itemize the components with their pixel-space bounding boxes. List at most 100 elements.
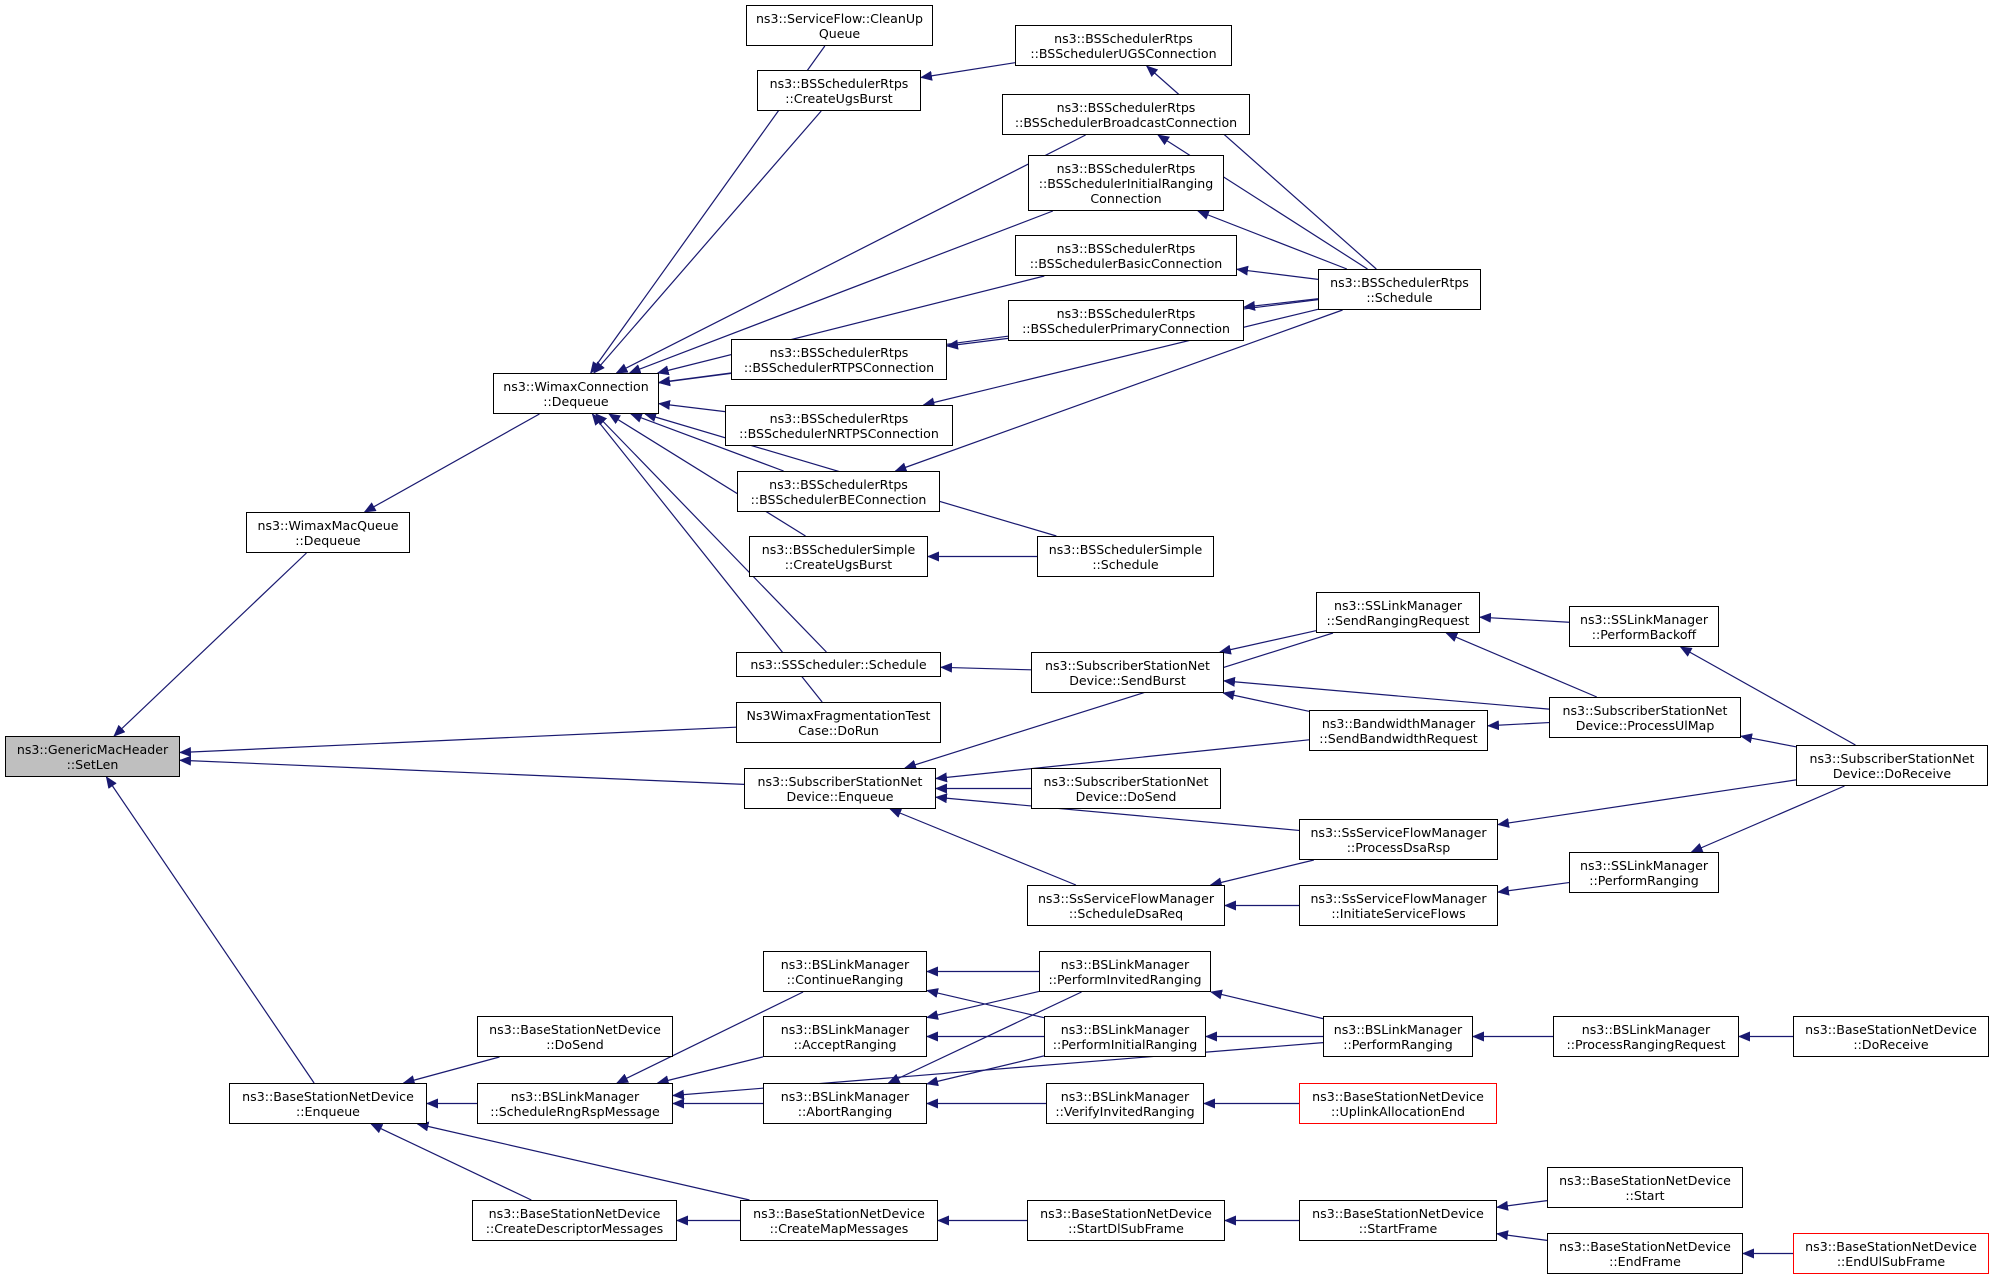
node-label-line: ns3::SubscriberStationNet xyxy=(1043,773,1209,789)
node-bslm-accept[interactable]: ns3::BSLinkManager::AcceptRanging xyxy=(763,1016,927,1057)
node-simple-createugs[interactable]: ns3::BSSchedulerSimple::CreateUgsBurst xyxy=(749,536,928,577)
node-bslm-schedrngrsp[interactable]: ns3::BSLinkManager::ScheduleRngRspMessag… xyxy=(477,1083,673,1124)
node-sslm-performranging[interactable]: ns3::SSLinkManager::PerformRanging xyxy=(1569,852,1719,893)
node-label-line: ::AbortRanging xyxy=(797,1103,893,1119)
node-bslm-abort[interactable]: ns3::BSLinkManager::AbortRanging xyxy=(763,1083,927,1124)
node-ssfm-scheduledsareq[interactable]: ns3::SsServiceFlowManager::ScheduleDsaRe… xyxy=(1027,885,1225,926)
node-bsnd-enqueue[interactable]: ns3::BaseStationNetDevice::Enqueue xyxy=(229,1083,427,1124)
node-label-line: ::CreateUgsBurst xyxy=(784,556,893,572)
node-simple-schedule[interactable]: ns3::BSSchedulerSimple::Schedule xyxy=(1037,536,1214,577)
node-bsnd-startdl[interactable]: ns3::BaseStationNetDevice::StartDlSubFra… xyxy=(1027,1200,1225,1241)
edge-bsnd_dosend-to-bsnd_enqueue xyxy=(402,1056,500,1085)
node-rtps-nrtpsconn[interactable]: ns3::BSSchedulerRtps::BSSchedulerNRTPSCo… xyxy=(725,405,953,446)
node-label-line: ::BSSchedulerBEConnection xyxy=(750,491,927,507)
node-label-line: ns3::BSSchedulerRtps xyxy=(769,410,909,426)
node-rtps-primconn[interactable]: ns3::BSSchedulerRtps::BSSchedulerPrimary… xyxy=(1008,300,1244,341)
node-wmq-dequeue[interactable]: ns3::WimaxMacQueue::Dequeue xyxy=(246,512,410,553)
node-label-line: ns3::BaseStationNetDevice xyxy=(1559,1172,1731,1188)
node-label-line: ::ContinueRanging xyxy=(786,971,904,987)
node-label-line: ::Start xyxy=(1625,1187,1665,1203)
edge-rtps_createugs-to-wc_dequeue xyxy=(593,110,822,374)
edge-sslm_sendranging-to-ssnd_enqueue xyxy=(904,632,1334,770)
edge-rtps_schedule-to-rtps_nrtpsconn xyxy=(922,308,1319,408)
node-rtps-bcastconn[interactable]: ns3::BSSchedulerRtps::BSSchedulerBroadca… xyxy=(1002,94,1250,135)
node-label-line: ::VerifyInvitedRanging xyxy=(1055,1103,1195,1119)
node-label-line: ns3::BaseStationNetDevice xyxy=(1559,1238,1731,1254)
node-label-line: ns3::BSLinkManager xyxy=(1060,956,1190,972)
node-label-line: Device::ProcessUlMap xyxy=(1575,717,1715,733)
node-bsnd-start[interactable]: ns3::BaseStationNetDevice::Start xyxy=(1547,1167,1743,1208)
node-label-line: ns3::BSLinkManager xyxy=(510,1088,640,1104)
node-rtps-beconn[interactable]: ns3::BSSchedulerRtps::BSSchedulerBEConne… xyxy=(737,471,940,512)
node-bsnd-endul[interactable]: ns3::BaseStationNetDevice::EndUlSubFrame xyxy=(1793,1233,1989,1274)
node-bslm-invited[interactable]: ns3::BSLinkManager::PerformInvitedRangin… xyxy=(1039,951,1211,992)
node-bsnd-doreceive[interactable]: ns3::BaseStationNetDevice::DoReceive xyxy=(1793,1016,1989,1057)
node-label-line: ::AcceptRanging xyxy=(793,1036,897,1052)
node-bsnd-createdesc[interactable]: ns3::BaseStationNetDevice::CreateDescrip… xyxy=(472,1200,677,1241)
edge-bslm_accept-to-bslm_schedrngrsp xyxy=(656,1056,764,1086)
node-ssfm-initiate[interactable]: ns3::SsServiceFlowManager::InitiateServi… xyxy=(1299,885,1498,926)
node-label-line: ::StartDlSubFrame xyxy=(1068,1220,1184,1236)
node-label-line: ::ProcessDsaRsp xyxy=(1346,839,1451,855)
node-rtps-initconn[interactable]: ns3::BSSchedulerRtps::BSSchedulerInitial… xyxy=(1028,155,1224,211)
node-gmh-setlen[interactable]: ns3::GenericMacHeader::SetLen xyxy=(5,736,180,777)
node-label-line: ns3::BaseStationNetDevice xyxy=(1312,1205,1484,1221)
node-label-line: Device::SendBurst xyxy=(1069,672,1186,688)
node-sslm-sendranging[interactable]: ns3::SSLinkManager::SendRangingRequest xyxy=(1316,592,1480,633)
node-label-line: ns3::BSSchedulerRtps xyxy=(1330,274,1469,290)
node-bslm-initial[interactable]: ns3::BSLinkManager::PerformInitialRangin… xyxy=(1044,1016,1206,1057)
node-rtps-basicconn[interactable]: ns3::BSSchedulerRtps::BSSchedulerBasicCo… xyxy=(1015,235,1237,276)
node-label-line: ::PerformInvitedRanging xyxy=(1048,971,1202,987)
edge-ssnd_processulmap-to-sslm_sendranging xyxy=(1445,632,1598,698)
node-bsnd-uplinkend[interactable]: ns3::BaseStationNetDevice::UplinkAllocat… xyxy=(1299,1083,1497,1124)
node-bsnd-startframe[interactable]: ns3::BaseStationNetDevice::StartFrame xyxy=(1299,1200,1497,1241)
node-label-line: ::ScheduleDsaReq xyxy=(1068,905,1184,921)
node-bslm-verify[interactable]: ns3::BSLinkManager::VerifyInvitedRanging xyxy=(1046,1083,1204,1124)
edge-bslm_perform-to-bslm_invited xyxy=(1210,989,1324,1020)
node-bslm-continue[interactable]: ns3::BSLinkManager::ContinueRanging xyxy=(763,951,927,992)
edge-ssfm_processdsarsp-to-ssnd_enqueue xyxy=(935,793,1300,832)
node-rtps-ugsconn[interactable]: ns3::BSSchedulerRtps::BSSchedulerUGSConn… xyxy=(1015,25,1232,66)
node-label-line: ::BSSchedulerRTPSConnection xyxy=(743,359,935,375)
node-label-line: Device::DoReceive xyxy=(1832,765,1952,781)
node-label-line: ::InitiateServiceFlows xyxy=(1331,905,1466,921)
edge-ssnd_processulmap-to-ssnd_sendburst xyxy=(1223,676,1550,710)
node-rtps-rtpsconn[interactable]: ns3::BSSchedulerRtps::BSSchedulerRTPSCon… xyxy=(731,339,947,380)
node-label-line: ::PerformRanging xyxy=(1589,872,1699,888)
node-ssfm-processdsarsp[interactable]: ns3::SsServiceFlowManager::ProcessDsaRsp xyxy=(1299,819,1498,860)
node-label-line: ns3::BSLinkManager xyxy=(1581,1021,1711,1037)
node-bsnd-endframe[interactable]: ns3::BaseStationNetDevice::EndFrame xyxy=(1547,1233,1743,1274)
node-label-line: ns3::BSLinkManager xyxy=(780,1021,910,1037)
node-sslm-backoff[interactable]: ns3::SSLinkManager::PerformBackoff xyxy=(1569,606,1719,647)
node-label-line: ::SendRangingRequest xyxy=(1326,612,1470,628)
node-label-line: ::CreateUgsBurst xyxy=(785,90,893,106)
node-bsnd-createmap[interactable]: ns3::BaseStationNetDevice::CreateMapMess… xyxy=(740,1200,938,1241)
node-wc-dequeue[interactable]: ns3::WimaxConnection::Dequeue xyxy=(493,373,659,414)
node-rtps-createugs[interactable]: ns3::BSSchedulerRtps::CreateUgsBurst xyxy=(757,70,921,111)
node-ss-schedule[interactable]: ns3::SSScheduler::Schedule xyxy=(736,652,941,677)
node-bwm-sendbw[interactable]: ns3::BandwidthManager::SendBandwidthRequ… xyxy=(1309,710,1488,751)
node-label-line: Connection xyxy=(1090,190,1162,206)
node-bslm-perform[interactable]: ns3::BSLinkManager::PerformRanging xyxy=(1323,1016,1473,1057)
edge-bslm_invited-to-bslm_accept xyxy=(926,990,1040,1020)
edge-rtps_beconn-to-wc_dequeue xyxy=(629,413,784,472)
node-label-line: ns3::SsServiceFlowManager xyxy=(1310,890,1487,906)
node-label-line: ns3::BaseStationNetDevice xyxy=(753,1205,925,1221)
node-bsnd-dosend[interactable]: ns3::BaseStationNetDevice::DoSend xyxy=(477,1016,673,1057)
node-label-line: ns3::SsServiceFlowManager xyxy=(1310,824,1487,840)
node-bslm-processrngreq[interactable]: ns3::BSLinkManager::ProcessRangingReques… xyxy=(1553,1016,1739,1057)
node-label-line: ns3::SSLinkManager xyxy=(1333,597,1463,613)
node-rtps-schedule[interactable]: ns3::BSSchedulerRtps::Schedule xyxy=(1318,269,1481,310)
node-label-line: ns3::GenericMacHeader xyxy=(16,741,169,757)
edge-ssnd_doreceive-to-ssnd_processulmap xyxy=(1740,733,1797,748)
node-label-line: ns3::BSSchedulerRtps xyxy=(769,344,909,360)
node-label-line: Queue xyxy=(818,25,861,41)
